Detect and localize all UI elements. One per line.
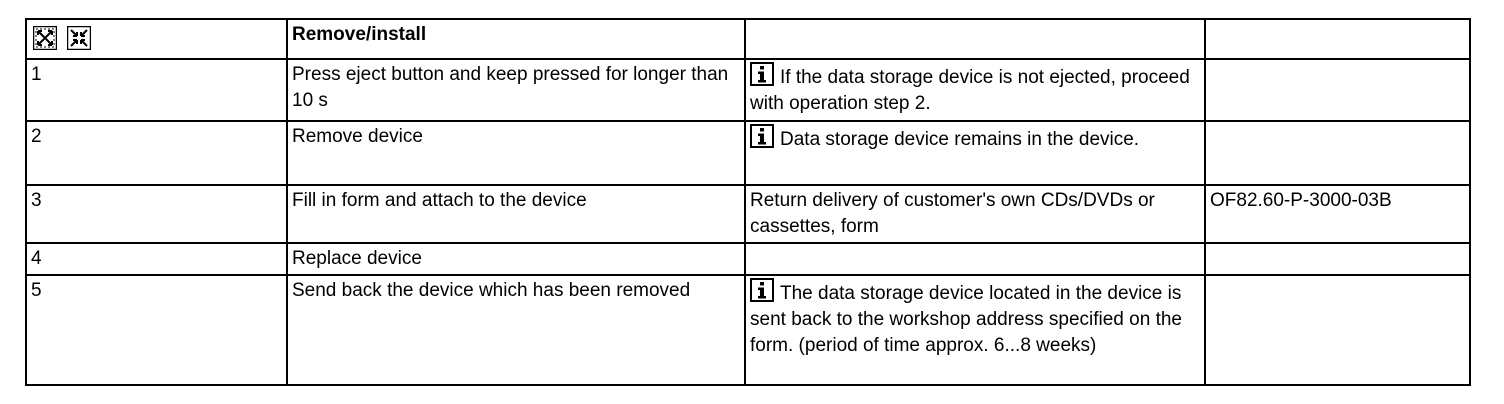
table-row: 1 Press eject button and keep pressed fo… xyxy=(25,58,1471,122)
header-col3 xyxy=(744,18,1206,60)
table-row: 5 Send back the device which has been re… xyxy=(25,274,1471,386)
step-note: If the data storage device is not ejecte… xyxy=(744,58,1206,122)
step-number: 4 xyxy=(25,242,288,276)
step-note: The data storage device located in the d… xyxy=(744,274,1206,386)
step-ref xyxy=(1204,58,1471,122)
step-number: 1 xyxy=(25,58,288,122)
step-ref xyxy=(1204,120,1471,186)
step-action: Remove device xyxy=(286,120,746,186)
step-ref xyxy=(1204,274,1471,386)
table-row: 4 Replace device xyxy=(25,242,1471,276)
step-action: Fill in form and attach to the device xyxy=(286,184,746,244)
step-number: 2 xyxy=(25,120,288,186)
table-header-row: Remove/install xyxy=(25,18,1471,60)
step-number: 3 xyxy=(25,184,288,244)
step-action: Replace device xyxy=(286,242,746,276)
info-icon xyxy=(750,62,774,86)
step-ref xyxy=(1204,242,1471,276)
note-text: If the data storage device is not ejecte… xyxy=(750,67,1190,114)
header-col4 xyxy=(1204,18,1471,60)
procedure-table: Remove/install 1 Press eject button and … xyxy=(25,18,1471,386)
table-row: 2 Remove device Data storage device rema… xyxy=(25,120,1471,186)
step-action: Press eject button and keep pressed for … xyxy=(286,58,746,122)
step-note xyxy=(744,242,1206,276)
table-row: 3 Fill in form and attach to the device … xyxy=(25,184,1471,244)
step-action: Send back the device which has been remo… xyxy=(286,274,746,386)
note-text: Data storage device remains in the devic… xyxy=(780,129,1140,150)
note-text: The data storage device located in the d… xyxy=(750,283,1182,356)
info-icon xyxy=(750,124,774,148)
step-note: Return delivery of customer's own CDs/DV… xyxy=(744,184,1206,244)
expand-arrows-icon[interactable] xyxy=(33,26,57,50)
step-note: Data storage device remains in the devic… xyxy=(744,120,1206,186)
info-icon xyxy=(750,278,774,302)
header-title: Remove/install xyxy=(286,18,746,60)
header-icons-cell xyxy=(25,18,288,60)
step-ref[interactable]: OF82.60-P-3000-03B xyxy=(1204,184,1471,244)
step-number: 5 xyxy=(25,274,288,386)
collapse-arrows-icon[interactable] xyxy=(67,26,91,50)
